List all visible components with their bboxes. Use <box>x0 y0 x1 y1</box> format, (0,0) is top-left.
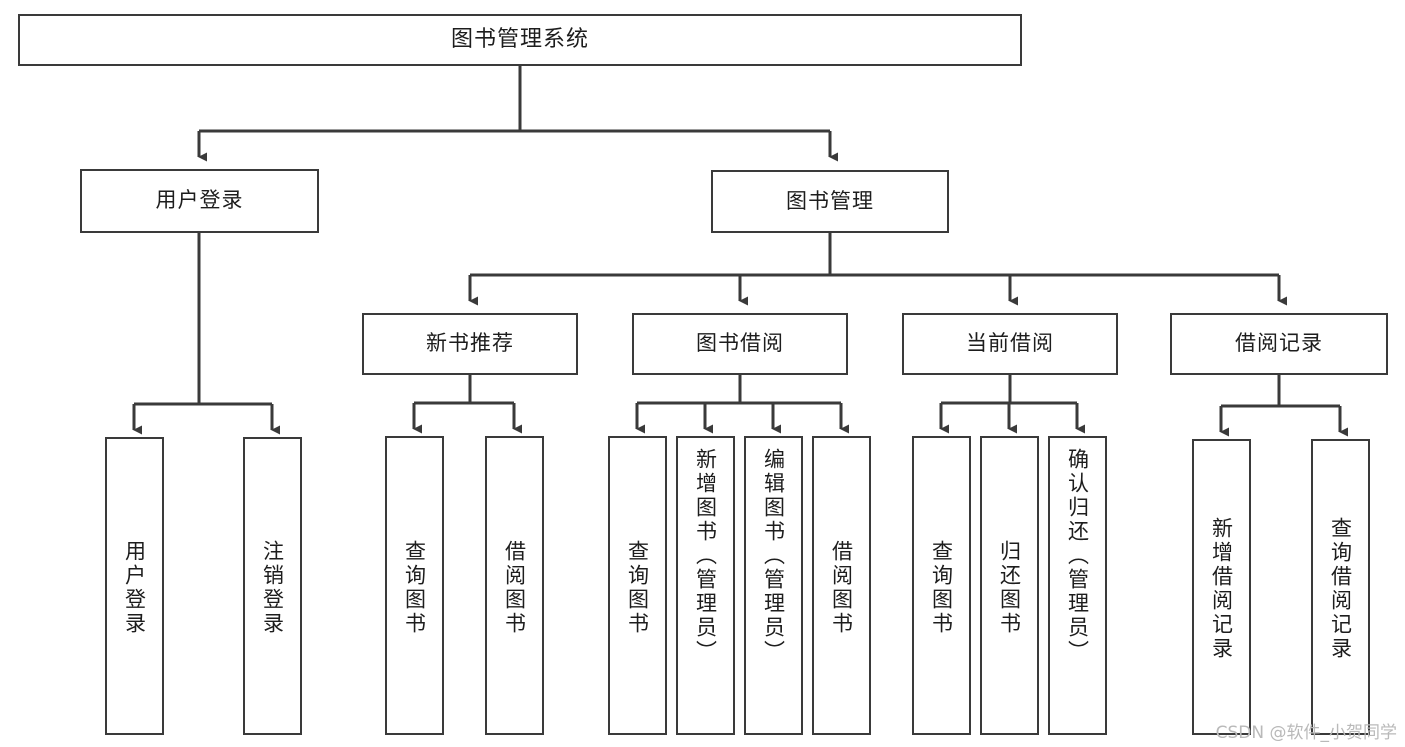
leaf-query-books-current[interactable]: 查询图书 <box>912 436 971 735</box>
leaf-add-book-admin[interactable]: 新增图书（管理员） <box>676 436 735 735</box>
leaf-content: 借阅图书 <box>814 442 869 733</box>
leaf-content: 用户登录 <box>107 443 162 733</box>
node-label: 查询图书 <box>402 539 427 636</box>
leaf-borrow-books-newbook[interactable]: 借阅图书 <box>485 436 544 735</box>
leaf-user-login[interactable]: 用户登录 <box>105 437 164 735</box>
node-label: 查询借阅记录 <box>1328 517 1353 661</box>
node-book-borrowing[interactable]: 图书借阅 <box>632 313 848 375</box>
node-label: 查询图书 <box>929 539 954 636</box>
leaf-add-borrow-record[interactable]: 新增借阅记录 <box>1192 439 1251 735</box>
leaf-borrow-books-borrow[interactable]: 借阅图书 <box>812 436 871 735</box>
leaf-query-books-borrow[interactable]: 查询图书 <box>608 436 667 735</box>
node-label: 注销登录 <box>260 540 285 636</box>
node-label: 新增图书（管理员） <box>693 448 718 664</box>
node-borrow-record[interactable]: 借阅记录 <box>1170 313 1388 375</box>
leaf-content: 查询图书 <box>387 442 442 733</box>
node-current-borrowing[interactable]: 当前借阅 <box>902 313 1118 375</box>
leaf-content: 借阅图书 <box>487 442 542 733</box>
node-label: 用户登录 <box>122 540 147 636</box>
leaf-return-books[interactable]: 归还图书 <box>980 436 1039 735</box>
node-label: 借阅图书 <box>829 539 854 636</box>
node-label: 确认归还（管理员） <box>1065 448 1090 664</box>
leaf-content: 注销登录 <box>245 443 300 733</box>
node-label: 新书推荐 <box>426 331 514 356</box>
leaf-content: 新增图书（管理员） <box>678 442 733 739</box>
leaf-confirm-return-admin[interactable]: 确认归还（管理员） <box>1048 436 1107 735</box>
node-user-login[interactable]: 用户登录 <box>80 169 319 233</box>
node-book-management[interactable]: 图书管理 <box>711 170 949 233</box>
node-root-book-management-system[interactable]: 图书管理系统 <box>18 14 1022 66</box>
node-label: 当前借阅 <box>966 331 1054 356</box>
node-label: 借阅记录 <box>1235 331 1323 356</box>
leaf-edit-book-admin[interactable]: 编辑图书（管理员） <box>744 436 803 735</box>
node-label: 查询图书 <box>625 539 650 636</box>
leaf-content: 编辑图书（管理员） <box>746 442 801 739</box>
leaf-content: 确认归还（管理员） <box>1050 442 1105 739</box>
leaf-query-books-newbook[interactable]: 查询图书 <box>385 436 444 735</box>
leaf-content: 查询借阅记录 <box>1313 445 1368 733</box>
node-label: 图书管理 <box>786 188 874 213</box>
node-label: 新增借阅记录 <box>1209 517 1234 661</box>
node-new-book-recommendation[interactable]: 新书推荐 <box>362 313 578 375</box>
leaf-logout[interactable]: 注销登录 <box>243 437 302 735</box>
node-label: 编辑图书（管理员） <box>761 448 786 664</box>
leaf-content: 新增借阅记录 <box>1194 445 1249 733</box>
node-label: 图书借阅 <box>696 331 784 356</box>
node-label: 借阅图书 <box>502 539 527 636</box>
leaf-content: 归还图书 <box>982 442 1037 733</box>
leaf-content: 查询图书 <box>610 442 665 733</box>
node-label: 图书管理系统 <box>450 26 589 52</box>
node-label: 用户登录 <box>155 188 244 213</box>
leaf-query-borrow-record[interactable]: 查询借阅记录 <box>1311 439 1370 735</box>
leaf-content: 查询图书 <box>914 442 969 733</box>
node-label: 归还图书 <box>997 539 1022 636</box>
